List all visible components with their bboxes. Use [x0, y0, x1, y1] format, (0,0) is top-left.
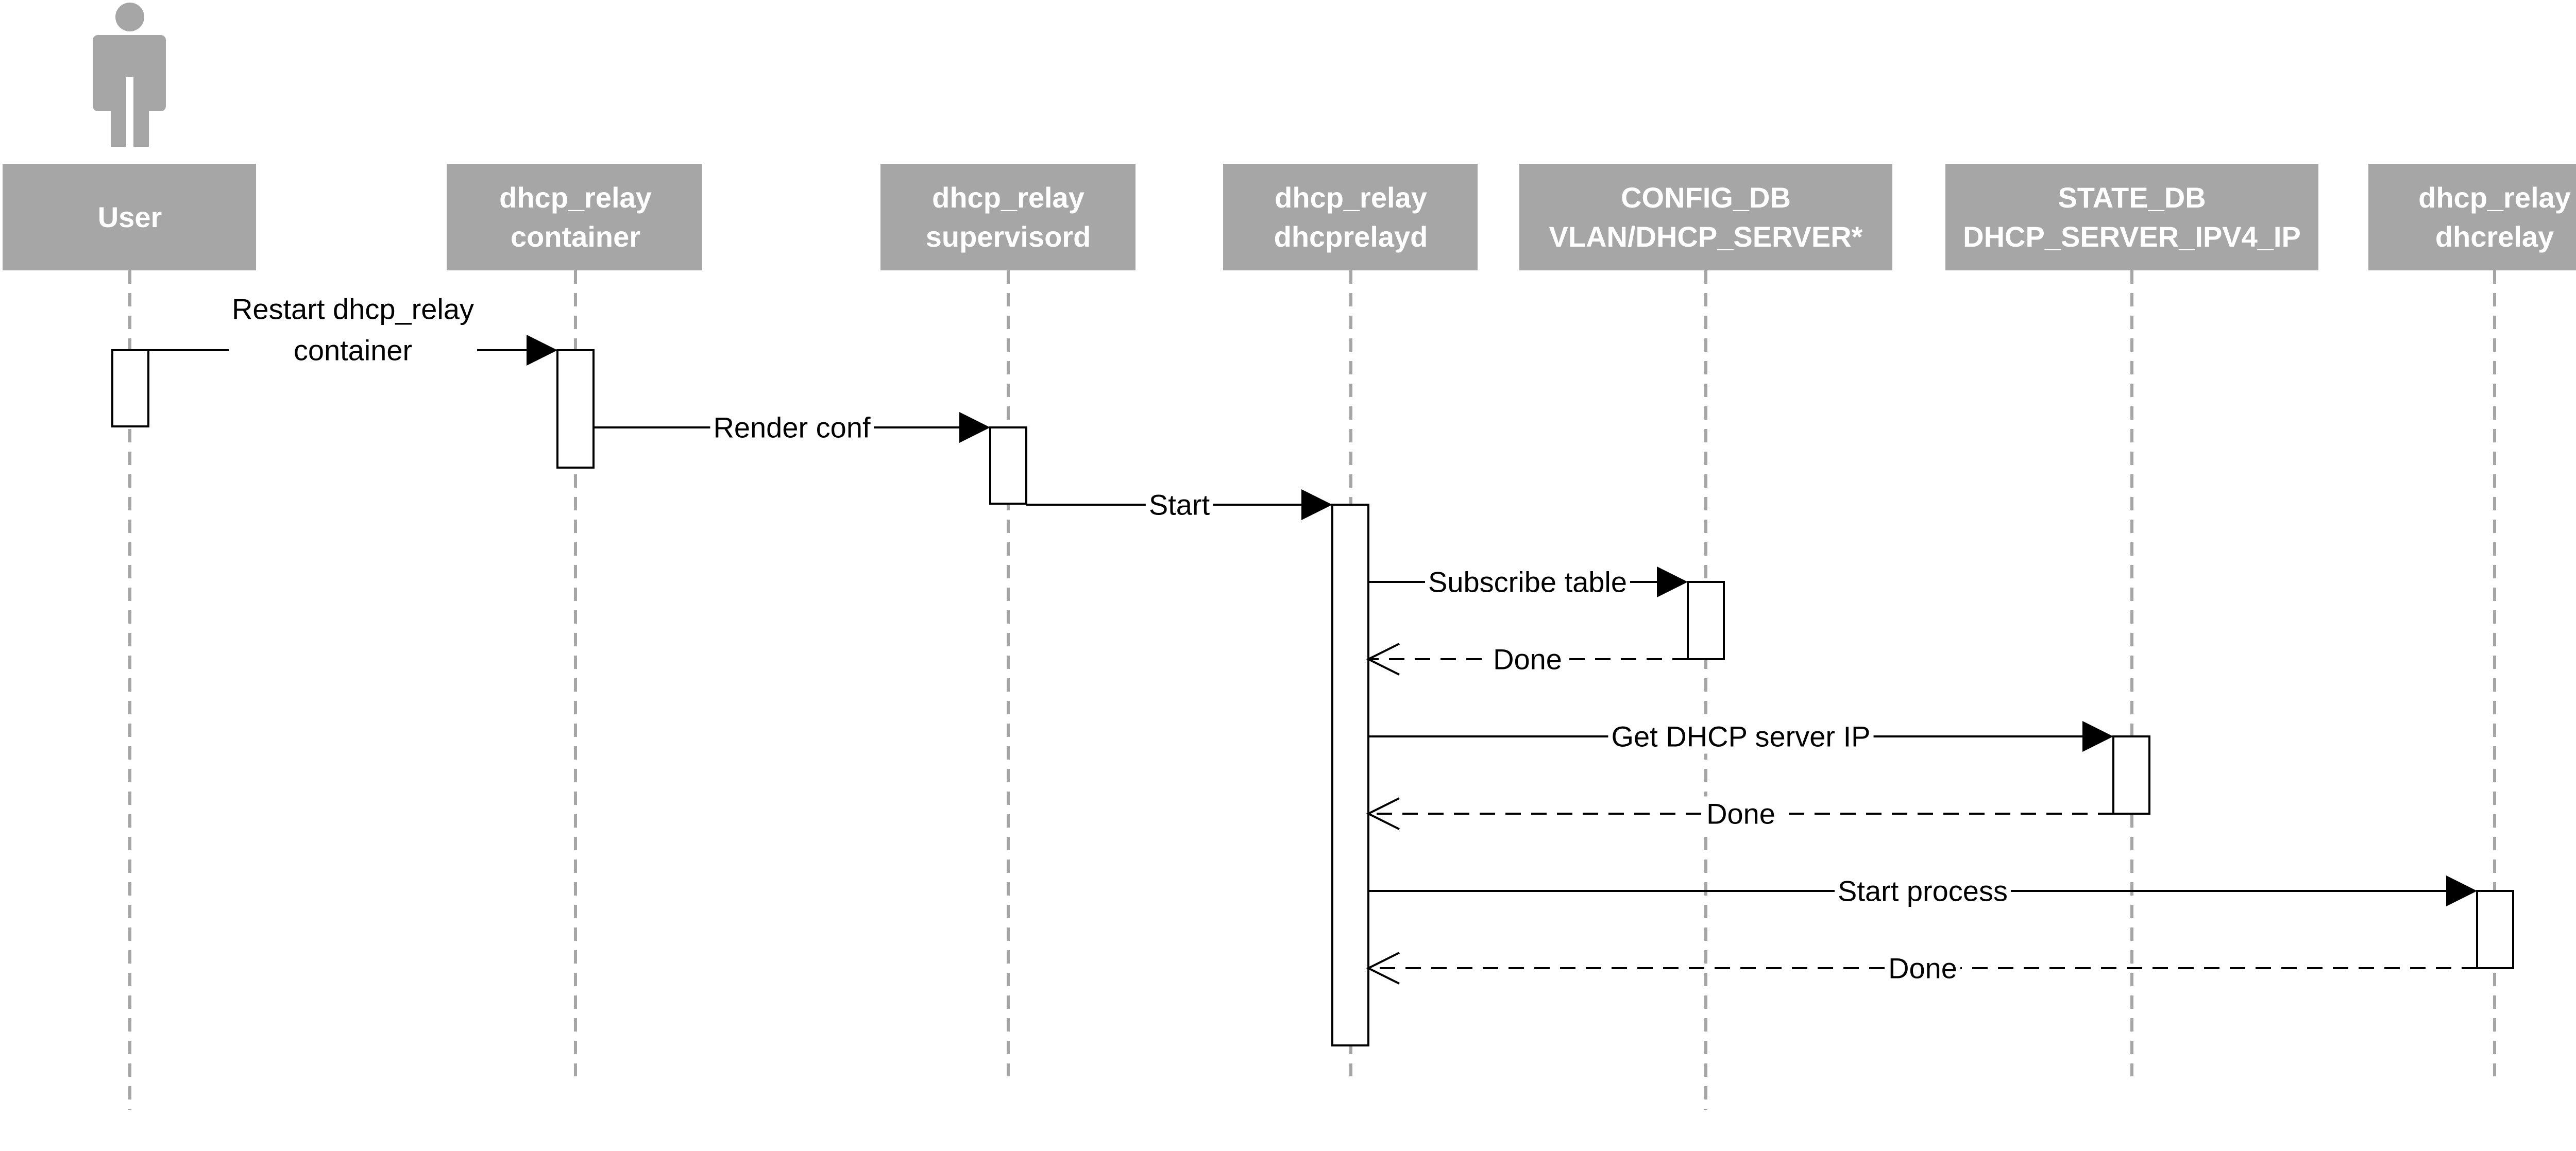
- label-background: [1490, 642, 1565, 677]
- user-actor-icon: [93, 3, 166, 147]
- message-5: Done: [1366, 642, 1688, 677]
- participant-label: dhcp_relay: [932, 181, 1084, 214]
- participant-label: dhcp_relay: [499, 181, 652, 214]
- message-label: Restart dhcp_relay container: [228, 291, 478, 368]
- participant-config_db: CONFIG_DB VLAN/DHCP_SERVER*: [1519, 164, 1892, 270]
- message-text: Start process: [1838, 875, 2008, 907]
- label-background: [1885, 951, 1960, 986]
- participant-label: dhcrelay: [2435, 220, 2554, 253]
- message-text: Done: [1706, 798, 1775, 830]
- message-text: Done: [1888, 952, 1957, 985]
- label-background: [1425, 564, 1631, 599]
- participant-label: STATE_DB: [2058, 181, 2206, 214]
- arrowhead-filled: [1301, 489, 1332, 520]
- participant-box: [880, 164, 1136, 270]
- arrowhead-open: [1366, 797, 1400, 830]
- activation-bar-container: [556, 349, 595, 469]
- message-text: Subscribe table: [1428, 566, 1627, 598]
- message-label: Start: [1145, 487, 1213, 522]
- arrowhead-open: [1366, 952, 1400, 985]
- arrowhead-filled: [527, 335, 557, 366]
- message-text: Get DHCP server IP: [1611, 720, 1870, 753]
- participant-label: supervisord: [926, 220, 1091, 253]
- message-label: Get DHCP server IP: [1608, 719, 1874, 754]
- participant-label: container: [511, 220, 640, 253]
- message-7: Done: [1366, 796, 2113, 831]
- participant-label: dhcprelayd: [1274, 220, 1428, 253]
- participant-supervisord: dhcp_relay supervisord: [880, 164, 1136, 270]
- message-4: Subscribe table: [1368, 564, 1688, 599]
- message-label: Done: [1703, 796, 1778, 831]
- message-label: Start process: [1835, 873, 2011, 908]
- arrowhead-open: [1366, 643, 1400, 676]
- message-text: Start: [1149, 489, 1210, 521]
- participant-box: [1519, 164, 1892, 270]
- activation-bar-supervisord: [989, 426, 1027, 505]
- participant-label: CONFIG_DB: [1621, 181, 1791, 214]
- message-1: Restart dhcp_relay container: [148, 291, 557, 368]
- activation-bar-config_db: [1687, 581, 1725, 660]
- participant-box: [1223, 164, 1478, 270]
- message-label: Done: [1490, 642, 1565, 677]
- participant-box: [447, 164, 702, 270]
- message-8: Start process: [1368, 873, 2477, 908]
- participant-dhcrelay: dhcp_relay dhcrelay: [2368, 164, 2576, 270]
- message-2: Render conf: [594, 410, 990, 445]
- message-3: Start: [1026, 487, 1332, 522]
- activation-bar-dhcprelayd: [1331, 504, 1369, 1046]
- message-label: Done: [1885, 951, 1960, 986]
- activation-bar-state_db: [2112, 735, 2150, 815]
- message-6: Get DHCP server IP: [1368, 719, 2113, 754]
- label-background: [710, 410, 874, 445]
- message-text: Render conf: [713, 411, 871, 444]
- participant-user: User: [3, 3, 256, 270]
- participant-label: dhcp_relay: [2418, 181, 2571, 214]
- activation-bar-user: [111, 349, 149, 427]
- message-text: Restart dhcp_relay: [232, 293, 474, 325]
- label-background: [1145, 487, 1213, 522]
- message-text: Done: [1493, 643, 1562, 676]
- label-background: [1608, 719, 1874, 754]
- message-9: Done: [1366, 951, 2477, 986]
- participant-label: VLAN/DHCP_SERVER*: [1549, 220, 1863, 253]
- label-background: [1703, 796, 1778, 831]
- participant-container: dhcp_relay container: [447, 164, 702, 270]
- participant-state_db: STATE_DB DHCP_SERVER_IPV4_IP: [1945, 164, 2318, 270]
- label-background: [1835, 873, 2011, 908]
- participant-label: User: [98, 201, 162, 233]
- participant-box: [2368, 164, 2576, 270]
- message-text: container: [294, 334, 412, 367]
- participant-box: [3, 164, 256, 270]
- message-label: Render conf: [710, 410, 874, 445]
- label-background: [228, 291, 478, 368]
- activation-bar-dhcrelay: [2476, 890, 2514, 969]
- message-label: Subscribe table: [1425, 564, 1631, 599]
- participant-label: dhcp_relay: [1275, 181, 1427, 214]
- participant-box: [1945, 164, 2318, 270]
- arrowhead-filled: [959, 412, 990, 443]
- arrowhead-filled: [2082, 721, 2113, 752]
- arrowhead-filled: [2446, 875, 2477, 906]
- participant-label: DHCP_SERVER_IPV4_IP: [1963, 220, 2301, 253]
- participant-dhcprelayd: dhcp_relay dhcprelayd: [1223, 164, 1478, 270]
- arrowhead-filled: [1657, 566, 1688, 597]
